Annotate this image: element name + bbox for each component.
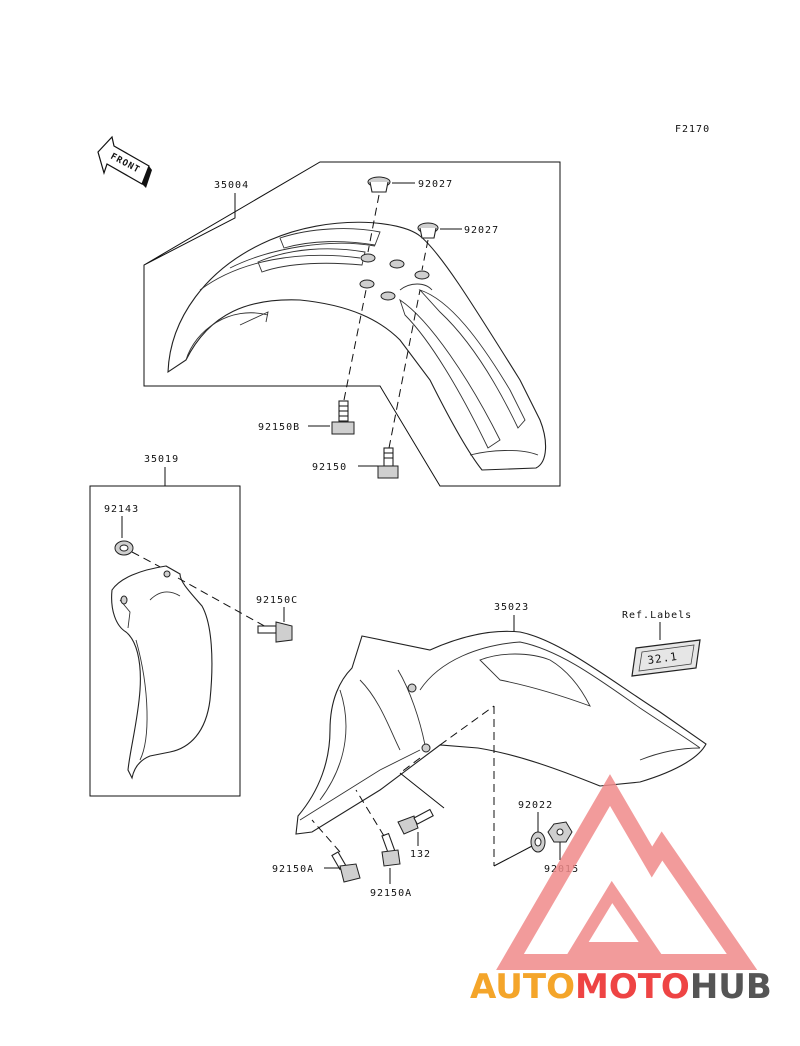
bolt-92150 [377,289,421,479]
rear-fender-body [295,630,707,835]
rubber-cap-2 [417,222,462,271]
label-92150a-right: 92150A [370,888,412,899]
grommet-92143 [114,540,134,556]
label-35019: 35019 [144,454,179,465]
ref-label-plate [631,639,701,677]
label-92027-a: 92027 [418,179,453,190]
watermark-logo-icon [496,774,758,970]
bolt-92150b [331,289,367,435]
front-fender-group: 35004 92027 92027 [143,161,561,487]
watermark-auto: AUTO [470,967,575,1007]
front-arrow-icon: FRONT [97,135,152,188]
mud-flap-group: 35019 92143 92150C [89,454,298,797]
mud-flap-frame [89,485,241,797]
nut-92015 [547,821,573,843]
ref-labels-title: Ref.Labels [622,610,692,621]
bolt-132 [397,808,434,835]
bolt-92150c [257,621,293,643]
bolt-92150a-left [331,851,361,883]
automotohub-watermark [496,774,758,970]
label-92027-b: 92027 [464,225,499,236]
watermark-moto: MOTO [575,967,690,1007]
label-92150a-left: 92150A [272,864,314,875]
figure-code: F2170 [675,124,710,135]
watermark-hub: HUB [690,967,772,1007]
label-92143: 92143 [104,504,139,515]
ref-labels-group: Ref.Labels 32.1 [622,610,701,677]
label-92150: 92150 [312,462,347,473]
watermark-text: AUTOMOTOHUB [470,967,772,1007]
label-35004: 35004 [214,180,249,191]
ref-label-code: 32.1 [647,650,679,667]
bolt-92150a-right [381,832,401,867]
rubber-cap-1 [367,176,415,253]
mud-flap-body [111,565,213,780]
label-92150b: 92150B [258,422,300,433]
washer-92022 [530,831,546,853]
front-fender-frame [143,161,561,487]
rear-fender-group: 35023 132 92022 [272,602,707,899]
label-132: 132 [410,849,431,860]
label-35023: 35023 [494,602,529,613]
label-92022: 92022 [518,800,553,811]
front-fender-body [167,221,547,471]
label-92150c: 92150C [256,595,298,606]
